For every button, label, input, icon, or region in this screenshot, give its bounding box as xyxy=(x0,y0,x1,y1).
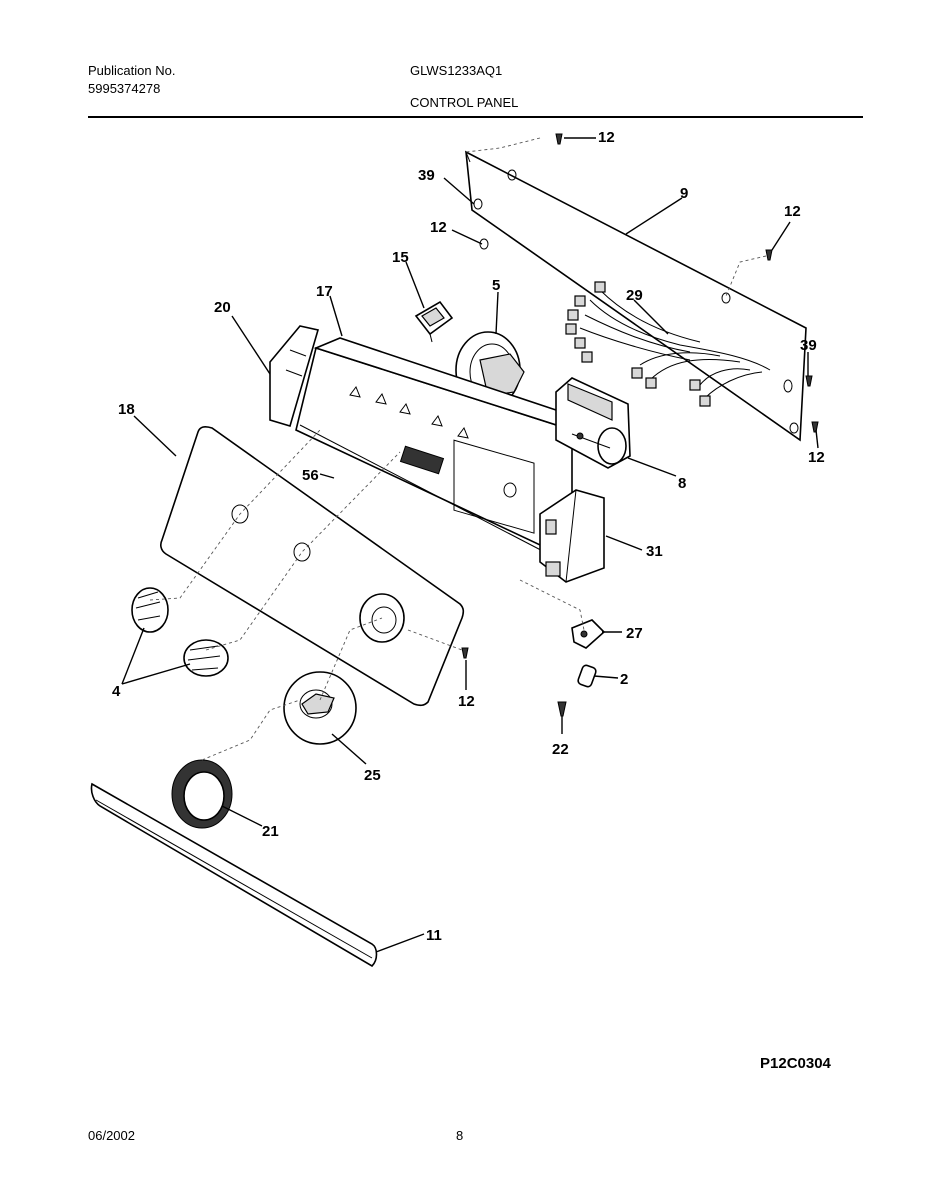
model-block: GLWS1233AQ1 CONTROL PANEL xyxy=(410,62,518,112)
part-bezel-ring xyxy=(171,759,233,829)
assembly-lines xyxy=(149,137,767,761)
callout-17: 17 xyxy=(316,283,333,300)
part-dial xyxy=(283,671,357,745)
callout-12: 12 xyxy=(598,129,615,146)
callout-18: 18 xyxy=(118,401,135,418)
part-left-end-cap xyxy=(269,325,320,427)
part-wire-harness xyxy=(565,281,771,407)
part-knobs xyxy=(131,587,229,677)
callout-12: 12 xyxy=(458,693,475,710)
callout-31: 31 xyxy=(646,543,663,560)
callout-39: 39 xyxy=(800,337,817,354)
callout-22: 22 xyxy=(552,741,569,758)
screw-group xyxy=(461,133,819,659)
part-bracket-assembly xyxy=(557,619,606,717)
callout-numbers: 12 39 9 12 12 15 5 17 20 29 39 12 18 56 … xyxy=(112,129,825,944)
callout-25: 25 xyxy=(364,767,381,784)
part-timer-motor xyxy=(555,377,631,469)
callout-21: 21 xyxy=(262,823,279,840)
part-front-panel xyxy=(160,426,465,707)
header-rule xyxy=(88,116,863,118)
callout-15: 15 xyxy=(392,249,409,266)
callout-5: 5 xyxy=(492,277,500,294)
callout-20: 20 xyxy=(214,299,231,316)
callout-29: 29 xyxy=(626,287,643,304)
publication-block: Publication No. 5995374278 xyxy=(88,62,175,98)
callout-39: 39 xyxy=(418,167,435,184)
publication-label: Publication No. xyxy=(88,63,176,78)
section-title: CONTROL PANEL xyxy=(410,95,519,110)
callout-9: 9 xyxy=(680,185,688,202)
callout-12: 12 xyxy=(808,449,825,466)
footer-date: 06/2002 xyxy=(88,1128,135,1143)
part-trim-strip xyxy=(90,782,378,968)
callout-8: 8 xyxy=(678,475,686,492)
drawing-code: P12C0304 xyxy=(760,1055,831,1072)
callout-11: 11 xyxy=(426,927,442,944)
callout-2: 2 xyxy=(620,671,628,688)
callout-27: 27 xyxy=(626,625,643,642)
callout-56: 56 xyxy=(302,467,319,484)
page-number: 8 xyxy=(456,1128,464,1143)
model-number: GLWS1233AQ1 xyxy=(410,63,503,78)
callout-12: 12 xyxy=(784,203,801,220)
part-right-end-cap xyxy=(539,489,605,583)
part-switch xyxy=(414,300,454,343)
leader-lines xyxy=(121,137,819,953)
callout-4: 4 xyxy=(112,683,121,700)
callout-12: 12 xyxy=(430,219,447,236)
publication-number: 5995374278 xyxy=(88,81,161,96)
